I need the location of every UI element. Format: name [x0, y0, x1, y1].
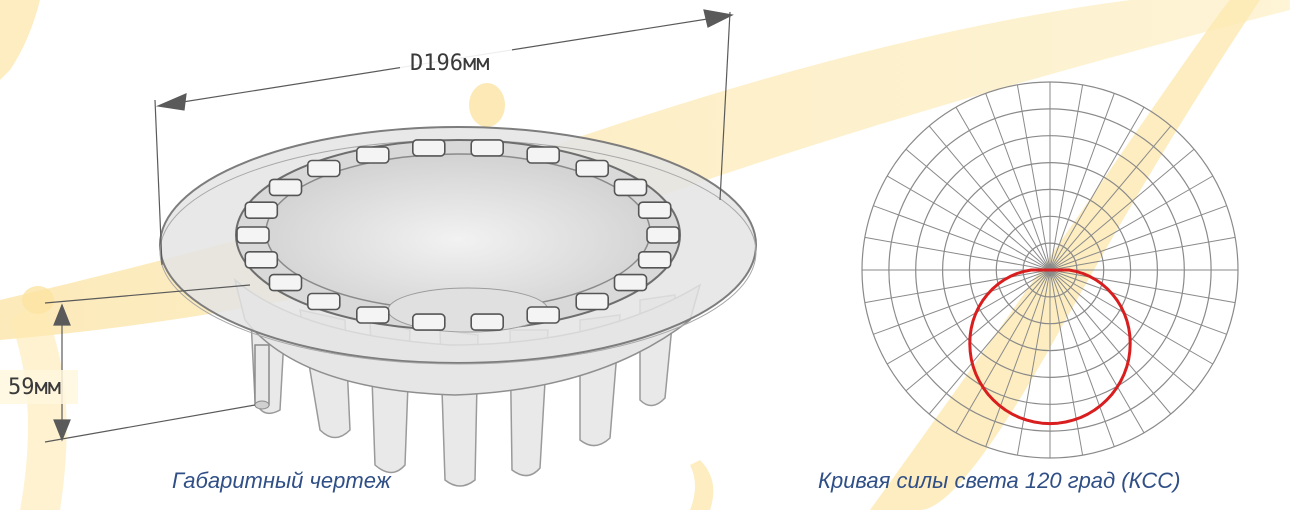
- diameter-label: D196мм: [410, 51, 489, 76]
- led-slot: [613, 178, 648, 197]
- polar-caption: Кривая силы света 120 град (КСС): [818, 468, 1181, 493]
- led-slot: [268, 178, 303, 197]
- led-slot: [236, 226, 270, 244]
- polar-grid-spoke: [1049, 269, 1214, 365]
- led-slot: [411, 313, 446, 331]
- polar-grid-spoke: [955, 269, 1051, 434]
- luminaire-drawing: [159, 126, 757, 487]
- led-slot: [244, 251, 279, 269]
- polar-grid-spoke: [864, 236, 1051, 271]
- height-label: 59мм: [8, 375, 61, 400]
- polar-grid-spoke: [1016, 84, 1051, 271]
- led-slot: [306, 292, 341, 311]
- polar-chart: [861, 81, 1239, 459]
- led-slot: [613, 273, 648, 292]
- led-slot: [411, 139, 446, 157]
- reflector-bowl: [265, 153, 651, 311]
- led-slot: [646, 226, 680, 244]
- led-slot: [355, 146, 390, 164]
- led-slot: [355, 306, 390, 324]
- polar-grid-spoke: [1049, 175, 1214, 271]
- polar-grid-spoke: [873, 269, 1051, 335]
- led-slots: [236, 139, 680, 331]
- led-slot: [637, 251, 672, 269]
- polar-grid-spoke: [1049, 148, 1195, 271]
- polar-grid-spoke: [1049, 269, 1145, 434]
- polar-grid-spoke: [905, 269, 1051, 392]
- polar-grid-spoke: [1049, 106, 1145, 271]
- led-slot: [268, 273, 303, 292]
- led-slot: [244, 201, 279, 219]
- led-slot: [637, 201, 672, 219]
- polar-grid-spoke: [1049, 84, 1084, 271]
- polar-grid-spoke: [873, 205, 1051, 271]
- polar-grid-spoke: [1049, 269, 1084, 456]
- polar-grid-spoke: [1049, 269, 1195, 392]
- led-slot: [526, 146, 561, 164]
- polar-grid-spoke: [928, 269, 1051, 415]
- polar-grid-spoke: [886, 269, 1051, 365]
- polar-grid-spoke: [1049, 205, 1227, 271]
- polar-grid-spoke: [1049, 269, 1172, 415]
- led-slot: [306, 159, 341, 178]
- polar-grid-spoke: [955, 106, 1051, 271]
- polar-grid-spoke: [1049, 93, 1115, 271]
- polar-grid-spoke: [1049, 125, 1172, 271]
- polar-grid-spoke: [985, 93, 1051, 271]
- polar-grid-spoke: [1049, 236, 1236, 271]
- led-slot: [470, 139, 505, 157]
- mounting-pin: [254, 344, 270, 406]
- polar-grid-spoke: [1016, 269, 1051, 456]
- led-slot: [575, 292, 610, 311]
- polar-grid-spoke: [886, 175, 1051, 271]
- polar-grid-spoke: [905, 148, 1051, 271]
- led-slot: [526, 306, 561, 324]
- polar-grid-spoke: [1049, 269, 1115, 447]
- polar-grid-spoke: [928, 125, 1051, 271]
- led-slot: [470, 313, 505, 331]
- polar-grid-spoke: [985, 269, 1051, 447]
- polar-grid-spoke: [1049, 269, 1236, 304]
- polar-grid-spoke: [864, 269, 1051, 304]
- polar-grid-spoke: [1049, 269, 1227, 335]
- intensity-curve: [968, 268, 1132, 426]
- drawing-caption: Габаритный чертеж: [172, 468, 391, 493]
- led-slot: [575, 159, 610, 178]
